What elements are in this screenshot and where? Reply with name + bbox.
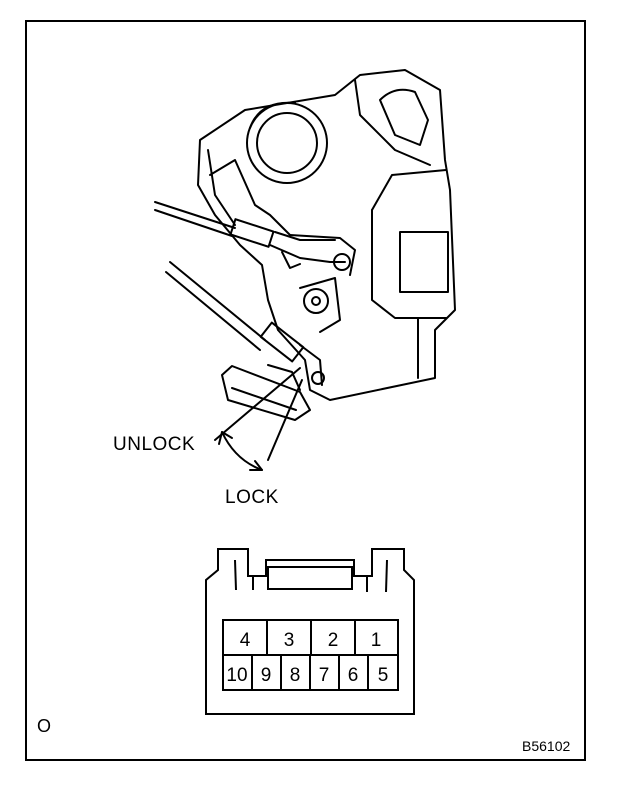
door-lock-actuator [197, 69, 456, 401]
upper-link-rod [154, 201, 351, 271]
pin-label: 6 [348, 665, 359, 686]
mounting-hole [246, 101, 328, 184]
pin-label: 3 [284, 630, 295, 651]
pin-label: 10 [226, 665, 247, 686]
connector-pin-numbers: 4 3 2 1 10 9 8 7 6 5 [226, 630, 388, 686]
lock-lever [221, 364, 325, 421]
unlock-label: UNLOCK [113, 434, 196, 455]
pin-label: 7 [319, 665, 330, 686]
pin-label: 4 [240, 630, 251, 651]
pin-label: 8 [290, 665, 301, 686]
pin-label: 5 [378, 665, 389, 686]
lock-label: LOCK [225, 487, 279, 508]
pin-label: 9 [261, 665, 272, 686]
corner-mark: O [37, 716, 52, 736]
connector-terminal-view [205, 548, 415, 715]
pin-label: 2 [328, 630, 339, 651]
figure-code: B56102 [522, 738, 571, 754]
lock-direction-indicator [214, 367, 303, 471]
figure-frame [25, 20, 586, 761]
pin-label: 1 [371, 630, 382, 651]
lower-link-rod [165, 261, 341, 386]
